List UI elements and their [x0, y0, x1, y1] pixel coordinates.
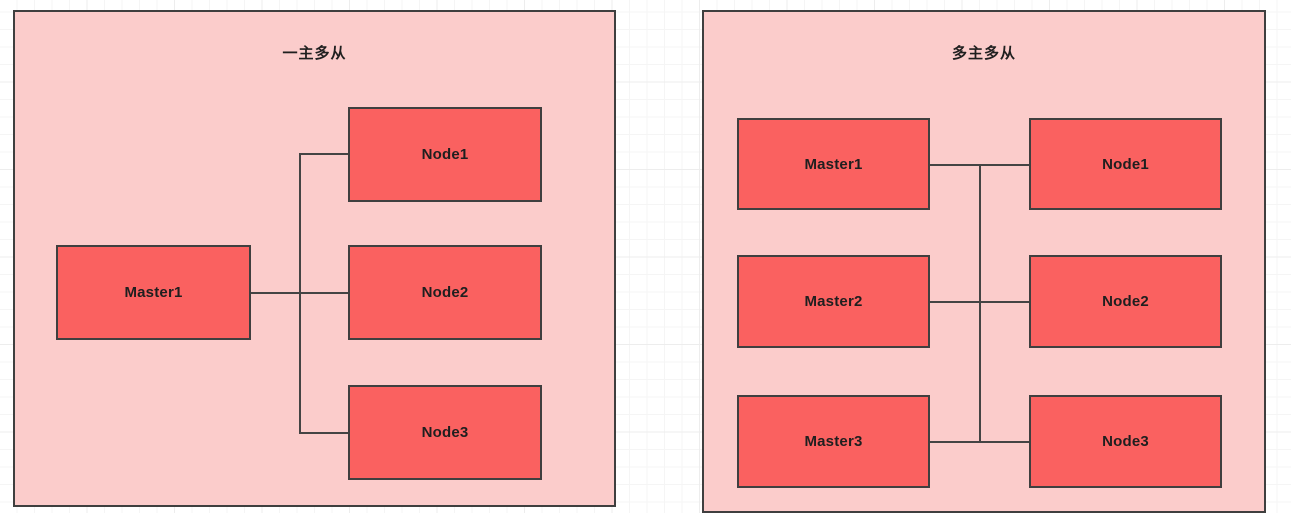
box-node2[interactable]: Node2 — [1029, 255, 1222, 348]
box-master1[interactable]: Master1 — [56, 245, 251, 340]
connector-trunk-to-node3 — [299, 432, 350, 434]
box-master3[interactable]: Master3 — [737, 395, 930, 488]
connector-trunk-to-node1 — [299, 153, 350, 155]
box-node1[interactable]: Node1 — [1029, 118, 1222, 210]
connector-trunk-vertical — [979, 164, 981, 442]
panel-title-many-masters-many-slaves: 多主多从 — [951, 45, 1016, 62]
connector-master1-to-trunk — [930, 164, 981, 166]
connector-master2-to-trunk — [930, 301, 981, 303]
box-node3[interactable]: Node3 — [1029, 395, 1222, 488]
box-node1[interactable]: Node1 — [348, 107, 542, 202]
box-master2[interactable]: Master2 — [737, 255, 930, 348]
diagram-panel-many-masters-many-slaves[interactable]: 多主多从 Master1 Master2 Master3 Node1 Node2… — [702, 10, 1266, 513]
box-node3[interactable]: Node3 — [348, 385, 542, 480]
connector-master3-to-trunk — [930, 441, 981, 443]
connector-trunk-to-node2 — [299, 292, 350, 294]
box-master1[interactable]: Master1 — [737, 118, 930, 210]
connector-trunk-to-node3 — [979, 441, 1031, 443]
box-node2[interactable]: Node2 — [348, 245, 542, 340]
connector-trunk-to-node2 — [979, 301, 1031, 303]
diagram-panel-one-master-many-slaves[interactable]: 一主多从 Master1 Node1 Node2 Node3 — [13, 10, 616, 507]
connector-trunk-to-node1 — [979, 164, 1031, 166]
connector-master1-to-trunk — [251, 292, 301, 294]
panel-title-one-master-many-slaves: 一主多从 — [282, 45, 347, 62]
